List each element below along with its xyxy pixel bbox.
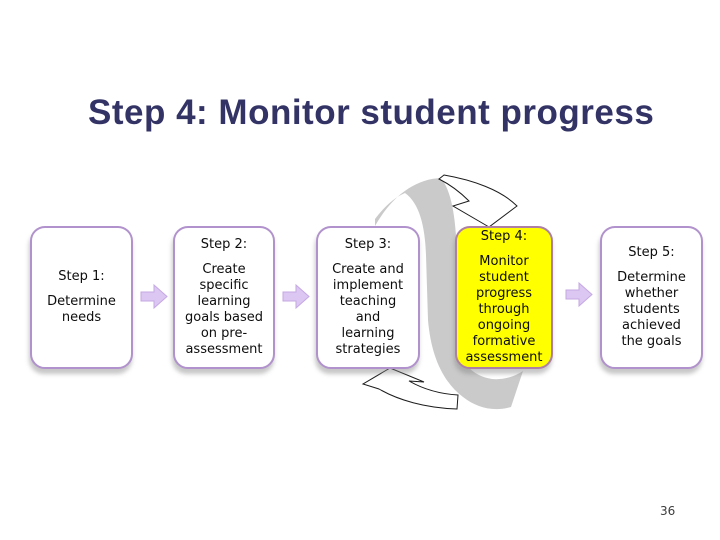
right-arrow-icon [282, 283, 310, 310]
step-box-heading: Step 5: [628, 245, 675, 260]
cycle-arrow-down-icon [438, 174, 518, 228]
step-box-body: Determine needs [47, 294, 116, 325]
step-box-4-highlighted: Step 4: Monitor student progress through… [455, 226, 553, 369]
step-box-3: Step 3: Create and implement teaching an… [316, 226, 420, 369]
step-box-body: Create specific learning goals based on … [185, 262, 263, 357]
page-number: 36 [660, 504, 676, 518]
step-box-2: Step 2: Create specific learning goals b… [173, 226, 275, 369]
step-box-body: Determine whether students achieved the … [617, 270, 686, 349]
step-box-body: Create and implement teaching and learni… [332, 262, 404, 357]
step-box-heading: Step 3: [344, 237, 392, 252]
cycle-gray-band [375, 178, 523, 410]
slide-title: Step 4: Monitor student progress [88, 93, 655, 132]
step-box-body: Monitor student progress through ongoing… [465, 254, 543, 365]
cycle-arrow-up-icon [361, 367, 459, 410]
step-box-heading: Step 4: [480, 229, 528, 244]
step-box-heading: Step 1: [58, 269, 105, 284]
step-box-heading: Step 2: [200, 237, 248, 252]
right-arrow-icon [565, 281, 593, 308]
step-box-5: Step 5: Determine whether students achie… [600, 226, 703, 369]
right-arrow-icon [140, 283, 168, 310]
step-box-1: Step 1: Determine needs [30, 226, 133, 369]
